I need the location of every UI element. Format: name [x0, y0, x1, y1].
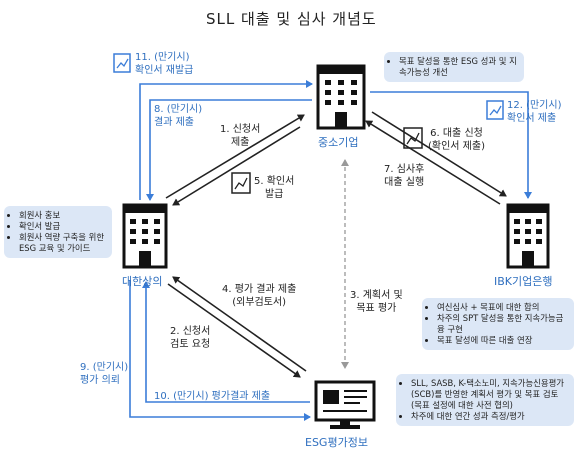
bubble-esg: SLL, SASB, K-택소노미, 지속가능신용평가(SCB)를 반영한 계획… — [396, 374, 574, 426]
arrow-6-sme-to-ibk — [371, 111, 507, 197]
step-10-label: 10. (만기시) 평가결과 제출 — [154, 391, 271, 402]
kcci-building-icon — [122, 203, 168, 269]
ibk-building-icon — [506, 203, 550, 269]
step-11-label: 11. (만기시)확인서 재발급 — [135, 52, 194, 76]
arrow-12-sme-to-ibk — [370, 91, 532, 199]
node-label-esg: ESG평가정보 — [305, 436, 368, 449]
node-label-ibk: IBK기업은행 — [494, 275, 553, 288]
step-12-label: 12. (만기시)확인서 제출 — [507, 100, 562, 124]
arrow-1-kcci-to-sme — [165, 114, 305, 199]
certificate-doc-icon — [113, 53, 131, 73]
node-label-sme: 중소기업 — [318, 136, 359, 149]
esg-monitor-icon — [314, 380, 376, 429]
arrow-8-sme-to-kcci — [146, 99, 312, 201]
arrow-10-esg-to-kcci — [142, 281, 310, 403]
bubble-sme: 목표 달성을 통한 ESG 성과 및 지속가능성 개선 — [384, 52, 524, 82]
step-9-label: 9. (만기시)평가 의뢰 — [80, 362, 129, 386]
bubble-ibk: 여신심사 + 목표에 대한 합의 차주의 SPT 달성을 통한 지속가능금융 구… — [422, 298, 574, 350]
step-6-label: 6. 대출 신청(확인서 제출) — [428, 128, 485, 152]
result-doc-icon — [486, 100, 504, 120]
arrow-7-ibk-to-sme — [365, 120, 501, 205]
step-4-label: 4. 평가 결과 제출(외부검토서) — [222, 284, 297, 308]
node-label-kcci: 대한상의 — [122, 275, 163, 288]
bubble-kcci: 회원사 홍보 확인서 발급 회원사 역량 구축을 위한 ESG 교육 및 가이드 — [4, 206, 112, 258]
arrow-9-kcci-to-esg — [129, 280, 311, 421]
page-title: SLL 대출 및 심사 개념도 — [206, 10, 377, 28]
arrow-5-sme-to-kcci — [172, 126, 301, 206]
arrow-2-kcci-to-esg — [167, 283, 301, 378]
arrow-11-kcci-to-sme-top — [139, 80, 313, 200]
issued-doc-icon — [231, 172, 251, 194]
step-8-label: 8. (만기시)결과 제출 — [154, 104, 203, 128]
arrow-4-esg-to-kcci — [172, 276, 307, 372]
sme-building-icon — [316, 64, 366, 130]
